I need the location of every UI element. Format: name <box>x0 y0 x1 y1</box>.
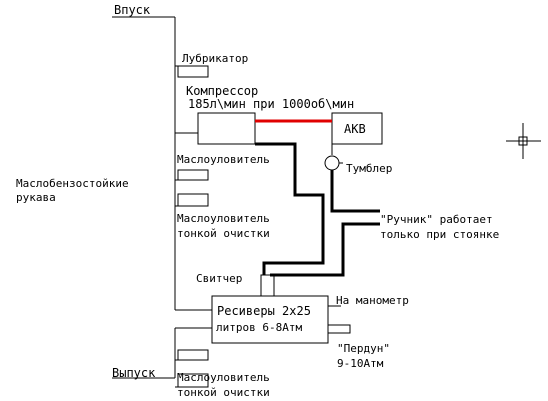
hoses-label-2: рукава <box>16 191 56 204</box>
relief-valve-label: "Пердун" <box>337 342 390 355</box>
lubricator-label: Лубрикатор <box>182 52 248 65</box>
control-wires <box>255 142 380 277</box>
pressure-switch-label: Свитчер <box>196 272 242 285</box>
outlet-label: Выпуск <box>112 366 156 380</box>
battery-label: АКВ <box>344 122 366 136</box>
inlet-label: Впуск <box>114 3 151 17</box>
gauge-label: На манометр <box>336 294 409 307</box>
pipe-lines <box>112 16 541 388</box>
hoses-label: Маслобензостойкие <box>16 177 129 190</box>
fine-separator-2-label-2: тонкой очистки <box>177 386 270 399</box>
handbrake-label-2: только при стоянке <box>380 228 499 241</box>
receivers-label-2: литров 6-8Атм <box>216 321 302 334</box>
fine-separator-2-label: Маслоуловитель <box>177 371 270 384</box>
handbrake-label: "Ручник" работает <box>380 213 493 226</box>
toggle-label: Тумблер <box>346 162 392 175</box>
receivers-label: Ресиверы 2х25 <box>217 304 311 318</box>
fine-separator-label: Маслоуловитель <box>177 212 270 225</box>
oil-separator-label: Маслоуловитель <box>177 153 270 166</box>
fine-separator-label-2: тонкой очистки <box>177 227 270 240</box>
compressor-spec-label: 185л\мин при 1000об\мин <box>188 97 354 111</box>
relief-valve-label-2: 9-10Атм <box>337 357 384 370</box>
compressor-label: Компрессор <box>186 84 258 98</box>
